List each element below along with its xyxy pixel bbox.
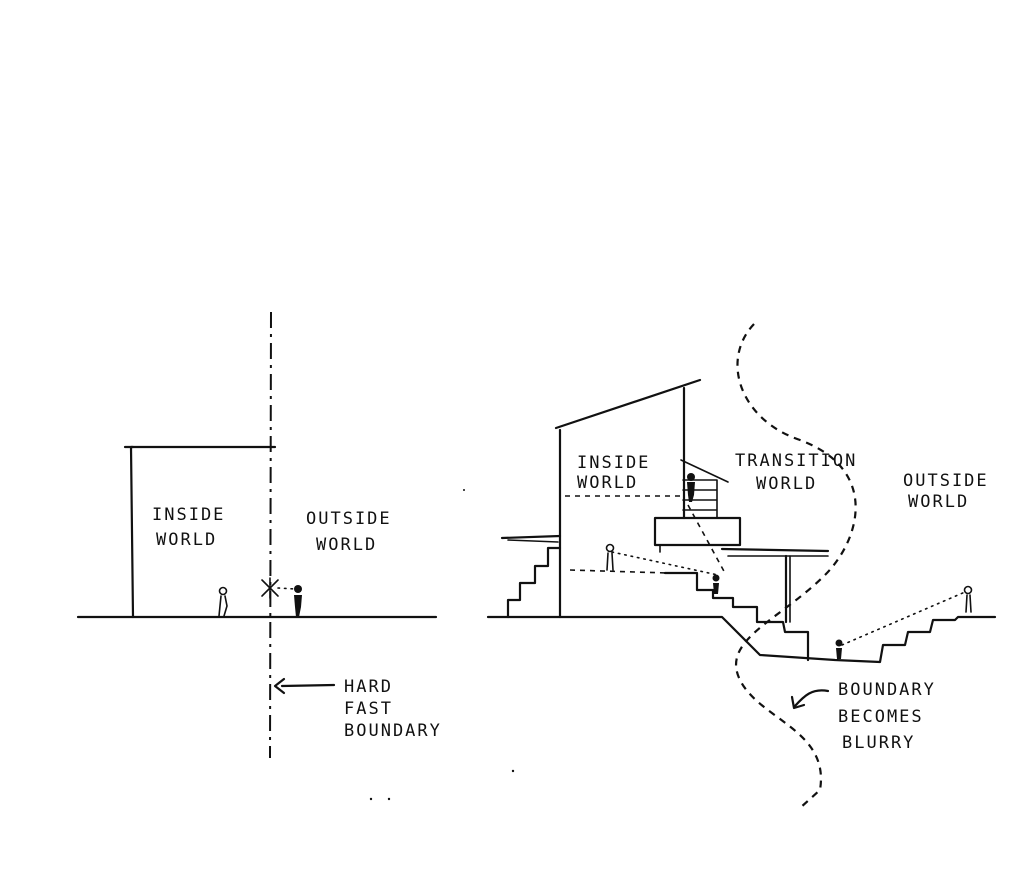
hard-boundary-line: [269, 311, 272, 759]
right-building-roof: [554, 378, 702, 430]
inside-person-figure: [218, 586, 228, 617]
right-person-outside: [963, 585, 973, 613]
outside-person-figure: [294, 585, 302, 617]
right-descending-steps: [663, 571, 810, 662]
stray-pen-dots: [369, 489, 515, 801]
hard-boundary-note-line2: FAST: [344, 699, 393, 719]
left-sight-line: [277, 587, 296, 590]
right-person-on-ladder: [687, 473, 695, 502]
blurry-boundary-note-line1: BOUNDARY: [838, 680, 936, 700]
right-person-sunken: [835, 639, 843, 659]
right-sight-line: [841, 591, 966, 646]
left-diagram: INSIDE WORLD OUTSIDE WORLD HARD FAST BOU…: [76, 311, 442, 759]
transition-label-line1: TRANSITION: [735, 451, 857, 471]
right-dashed-floor-lower: [569, 569, 669, 574]
right-person-inside: [605, 543, 615, 571]
right-outside-label-line2: WORLD: [908, 492, 969, 512]
left-outside-label-line2: WORLD: [316, 535, 377, 555]
right-upper-ladder: [682, 479, 718, 519]
right-ground-line: [486, 615, 997, 664]
right-mezzanine-box: [653, 516, 742, 547]
blurry-boundary-note-line3: BLURRY: [842, 733, 915, 753]
right-stair-rail: [500, 534, 562, 540]
left-inside-label-line2: WORLD: [156, 530, 217, 550]
right-outside-label-line1: OUTSIDE: [903, 471, 989, 491]
hard-boundary-note-line1: HARD: [344, 677, 393, 697]
hard-boundary-note-line3: BOUNDARY: [344, 721, 442, 741]
hard-boundary-arrowhead: [273, 677, 286, 695]
right-upper-rail: [680, 459, 729, 483]
right-diagram: INSIDE WORLD TRANSITION WORLD OUTSIDE WO…: [486, 323, 997, 809]
boundary-x-mark: [261, 577, 279, 599]
blurry-boundary-curve: [734, 323, 857, 809]
right-exterior-stair: [506, 546, 562, 619]
right-person-on-steps: [712, 574, 720, 594]
transition-label-line2: WORLD: [756, 474, 817, 494]
right-inside-label-line2: WORLD: [577, 473, 638, 493]
left-outside-label-line1: OUTSIDE: [306, 509, 392, 529]
blurry-boundary-arrowhead: [790, 695, 806, 710]
right-canopy: [720, 547, 830, 553]
left-inside-label-line1: INSIDE: [152, 505, 225, 525]
right-inside-label-line1: INSIDE: [577, 453, 650, 473]
blurry-boundary-arrow: [793, 689, 830, 708]
hard-boundary-arrow: [280, 683, 336, 688]
blurry-boundary-note-line2: BECOMES: [838, 707, 924, 727]
